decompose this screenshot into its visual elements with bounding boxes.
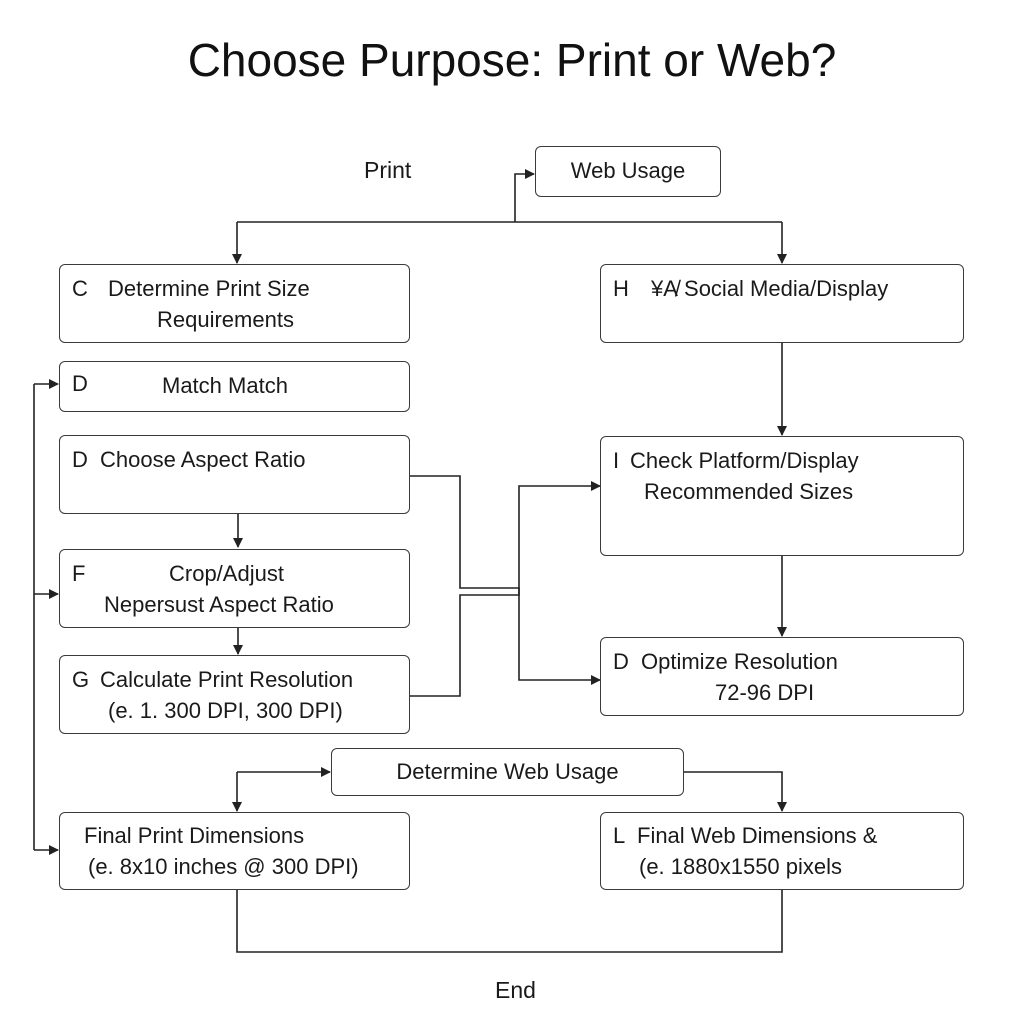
diagram-title: Choose Purpose: Print or Web? (187, 34, 837, 86)
connector-resolution-to-platform (410, 481, 601, 697)
node-platform-sizes-line2: Recommended Sizes (644, 479, 854, 504)
node-determine-web-usage[interactable]: Determine Web Usage (331, 748, 684, 796)
node-final-print[interactable]: Final Print Dimensions (e. 8x10 inches @… (59, 812, 410, 890)
node-aspect-ratio[interactable]: D Choose Aspect Ratio (59, 435, 410, 514)
node-web-usage[interactable]: Web Usage (535, 146, 721, 197)
node-optimize-resolution-line1: Optimize Resolution (641, 649, 838, 674)
node-social-media-line1: ¥A̸ Social Media/Display (651, 276, 889, 301)
node-final-print-line2: (e. 8x10 inches @ 300 DPI) (88, 854, 359, 879)
node-print-size-line2: Requirements (157, 307, 294, 332)
node-print-size-letter: C (72, 276, 88, 301)
node-optimize-resolution[interactable]: D Optimize Resolution 72-96 DPI (600, 637, 964, 716)
node-social-media-letter: H (613, 276, 629, 301)
node-final-web-line1: Final Web Dimensions & (637, 823, 878, 848)
connector-aspect-to-optimize (410, 475, 601, 685)
node-crop-adjust-line2: Nepersust Aspect Ratio (104, 592, 334, 617)
label-end: End (495, 977, 536, 1003)
node-print-resolution[interactable]: G Calculate Print Resolution (e. 1. 300 … (59, 655, 410, 734)
node-print-size[interactable]: C Determine Print Size Requirements (59, 264, 410, 343)
node-social-media[interactable]: H ¥A̸ Social Media/Display (600, 264, 964, 343)
node-platform-sizes-letter: I (613, 448, 620, 473)
connector-split-to-web-usage (514, 169, 535, 222)
node-match-line1: Match Match (162, 373, 288, 398)
node-final-print-line1: Final Print Dimensions (84, 823, 305, 848)
node-platform-sizes[interactable]: I Check Platform/Display Recommended Siz… (600, 436, 964, 556)
node-match[interactable]: D Match Match (59, 361, 410, 412)
node-crop-adjust-line1: Crop/Adjust (169, 561, 284, 586)
node-final-web-letter: L (613, 823, 626, 848)
node-crop-adjust-letter: F (72, 561, 86, 586)
node-crop-adjust[interactable]: F Crop/Adjust Nepersust Aspect Ratio (59, 549, 410, 628)
connector-to-final-web (684, 771, 787, 812)
node-final-web[interactable]: L Final Web Dimensions & (e. 1880x1550 p… (600, 812, 964, 890)
node-print-resolution-line1: Calculate Print Resolution (100, 667, 354, 692)
node-aspect-ratio-line1: Choose Aspect Ratio (100, 447, 306, 472)
label-print: Print (364, 157, 412, 183)
node-aspect-ratio-letter: D (72, 447, 88, 472)
node-final-web-line2: (e. 1880x1550 pixels (639, 854, 843, 879)
node-print-resolution-line2: (e. 1. 300 DPI, 300 DPI) (108, 698, 343, 723)
connector-merge-to-end (236, 890, 783, 953)
node-optimize-resolution-letter: D (613, 649, 629, 674)
node-platform-sizes-line1: Check Platform/Display (630, 448, 859, 473)
node-optimize-resolution-line2: 72-96 DPI (715, 680, 815, 705)
node-print-resolution-letter: G (72, 667, 90, 692)
node-determine-web-usage-text: Determine Web Usage (396, 759, 619, 784)
node-web-usage-text: Web Usage (570, 158, 686, 183)
node-print-size-line1: Determine Print Size (108, 276, 310, 301)
node-match-letter: D (72, 371, 88, 396)
